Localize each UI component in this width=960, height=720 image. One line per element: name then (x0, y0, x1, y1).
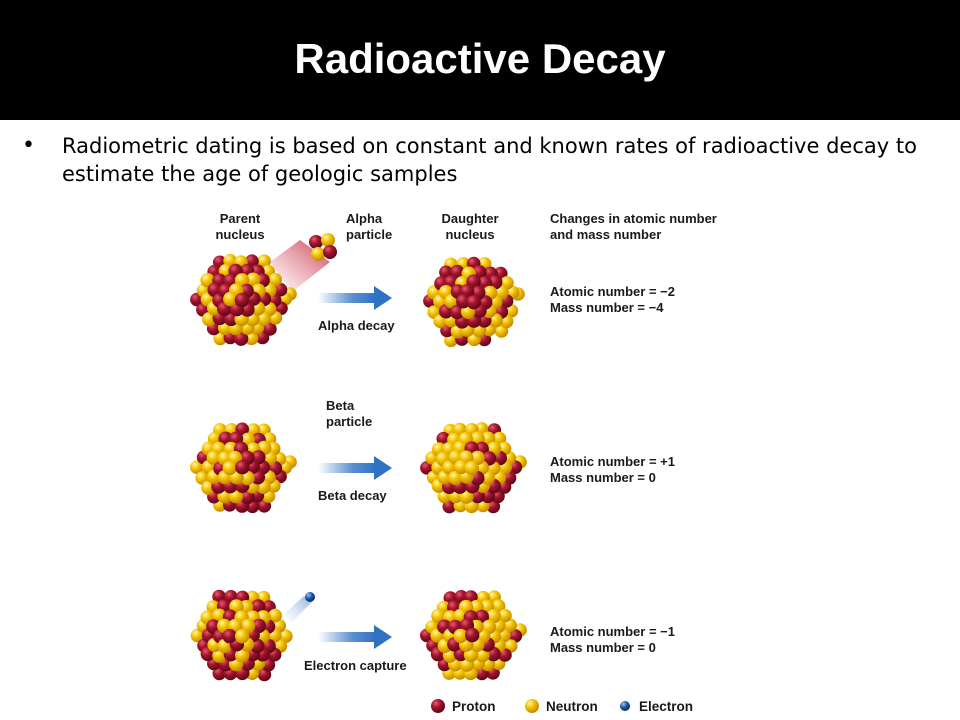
beta-decay-label: Beta decay (318, 488, 387, 503)
proton-icon (466, 295, 481, 310)
proton-icon (456, 294, 471, 309)
alpha-decay-label: Alpha decay (318, 318, 395, 333)
proton-icon (222, 628, 237, 644)
daughter-nucleus-label-2: nucleus (445, 227, 494, 242)
neutron-icon (222, 460, 237, 476)
alpha-particle-label-1: Alpha (346, 211, 383, 226)
daughter-nucleus-beta (420, 422, 527, 514)
proton-icon (323, 245, 337, 259)
neutron-icon (235, 648, 250, 663)
capture-mass-change: Mass number = 0 (550, 640, 656, 655)
alpha-atomic-change: Atomic number = −2 (550, 284, 675, 299)
neutron-icon (206, 450, 221, 465)
neutron-icon (223, 291, 238, 307)
slide-title: Radioactive Decay (294, 35, 666, 82)
neutron-icon (190, 460, 204, 475)
changes-label-2: and mass number (550, 227, 661, 242)
electron-capture-arrow-icon (318, 625, 392, 649)
proton-icon (250, 599, 266, 614)
proton-icon (436, 431, 451, 446)
capture-atomic-change: Atomic number = −1 (550, 624, 675, 639)
bullet-text: Radiometric dating is based on constant … (62, 134, 917, 186)
title-bar: Radioactive Decay (0, 0, 960, 120)
parent-nucleus-beta (190, 422, 297, 514)
alpha-decay-arrow-icon (318, 286, 392, 310)
neutron-legend-icon (525, 699, 539, 713)
neutron-icon (279, 629, 293, 643)
beta-atomic-change: Atomic number = +1 (550, 454, 675, 469)
neutron-icon (448, 470, 463, 486)
neutron-icon (321, 233, 335, 247)
legend-proton-label: Proton (452, 699, 496, 714)
daughter-nucleus-alpha (423, 256, 525, 348)
legend-electron-label: Electron (639, 699, 693, 714)
neutron-icon (311, 247, 325, 261)
neutron-icon (268, 272, 283, 287)
proton-icon (273, 282, 288, 297)
neutron-icon (498, 608, 512, 623)
electron-capture-label: Electron capture (304, 658, 407, 673)
beta-mass-change: Mass number = 0 (550, 470, 656, 485)
proton-legend-icon (431, 699, 445, 713)
alpha-mass-change: Mass number = −4 (550, 300, 664, 315)
parent-nucleus-alpha (190, 253, 297, 346)
neutron-icon (257, 254, 271, 268)
proton-icon (450, 304, 465, 320)
electron-trail (284, 596, 312, 622)
proton-icon (486, 499, 501, 514)
neutron-icon (190, 628, 205, 643)
parent-nucleus-capture (190, 589, 293, 682)
alpha-particle-label-2: particle (346, 227, 392, 242)
beta-decay-arrow-icon (318, 456, 392, 480)
neutron-icon (202, 312, 217, 327)
bullet-point: • Radiometric dating is based on constan… (22, 132, 922, 188)
proton-icon (234, 292, 250, 308)
neutron-icon (268, 608, 282, 623)
neutron-icon (213, 331, 227, 346)
neutron-icon (246, 272, 261, 287)
alpha-particle (309, 233, 337, 261)
changes-label-1: Changes in atomic number (550, 211, 717, 226)
neutron-icon (464, 460, 479, 476)
proton-icon (465, 627, 480, 643)
parent-nucleus-label-1: Parent (220, 211, 261, 226)
parent-nucleus-label-2: nucleus (215, 227, 264, 242)
incoming-electron-icon (305, 592, 315, 602)
neutron-icon (431, 608, 446, 624)
proton-icon (263, 322, 277, 336)
proton-icon (233, 331, 249, 346)
legend-neutron-label: Neutron (546, 699, 598, 714)
daughter-nucleus-label-1: Daughter (441, 211, 498, 226)
neutron-icon (486, 609, 501, 624)
electron-legend-icon (620, 701, 630, 711)
legend: Proton Neutron Electron (431, 699, 693, 714)
beta-particle-label-2: particle (326, 414, 372, 429)
proton-icon (235, 460, 250, 475)
bullet-marker: • (22, 133, 35, 158)
proton-icon (442, 499, 457, 514)
proton-icon (309, 235, 323, 249)
beta-particle-label-1: Beta (326, 398, 355, 413)
neutron-icon (454, 459, 469, 475)
neutron-icon (453, 628, 468, 644)
neutron-icon (234, 629, 250, 644)
daughter-nucleus-capture (420, 590, 527, 681)
neutron-icon (244, 331, 259, 346)
neutron-icon (240, 470, 255, 486)
